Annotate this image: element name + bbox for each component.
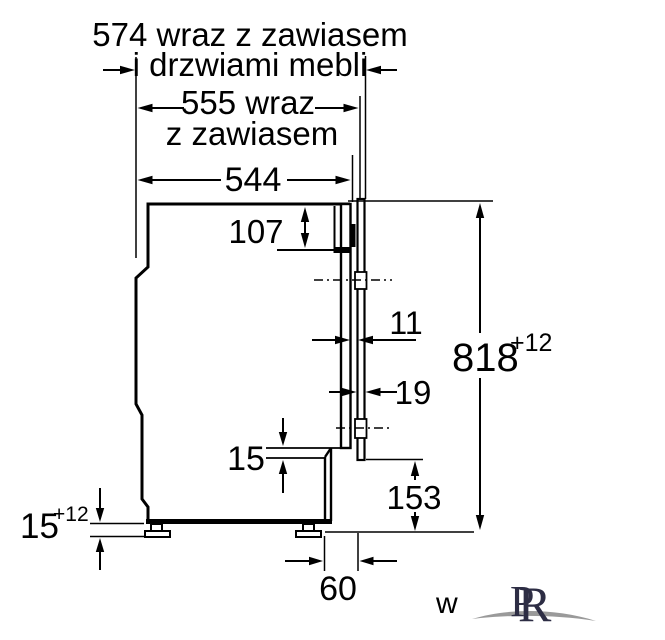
left-foot-stem xyxy=(150,523,163,532)
dim-15-step-arrow-down xyxy=(278,432,288,446)
dim-818-label: 818 xyxy=(452,336,519,380)
dim-574-arrow-left xyxy=(120,65,135,75)
dimension-153: 153 xyxy=(386,461,442,531)
dim-19-arrow-left xyxy=(341,387,357,397)
dimension-107: 107 xyxy=(228,207,341,251)
dim-15-foot-arrow-up xyxy=(95,538,105,552)
dim-544-arrow-right xyxy=(335,175,351,185)
logo-letter-p: P xyxy=(510,577,534,626)
dim-818-tolerance: +12 xyxy=(510,329,552,357)
watermark-area: w P R xyxy=(435,576,596,632)
furniture-door-panel xyxy=(356,197,366,462)
dim-19-arrow-right xyxy=(365,387,381,397)
dimension-818: 818 +12 xyxy=(452,203,552,530)
dim-107-arrow-down xyxy=(300,233,310,248)
appliance-body xyxy=(134,202,356,538)
dimension-11: 11 xyxy=(312,305,423,345)
hinge-band xyxy=(333,247,350,253)
dim-153-label: 153 xyxy=(386,479,441,516)
dim-60-label: 60 xyxy=(319,570,357,608)
dimension-19: 19 xyxy=(329,374,431,411)
dim-544-arrow-left xyxy=(137,175,153,185)
dim-555-arrow-right xyxy=(343,103,359,113)
dim-15-step-arrow-up xyxy=(278,460,288,474)
dim-544-label: 544 xyxy=(225,161,282,199)
dim-574-label-line1: 574 wraz z zawiasem xyxy=(92,16,407,53)
dim-107-label: 107 xyxy=(228,213,283,250)
dimension-574: 574 wraz z zawiasem i drzwiami mebli xyxy=(92,16,407,83)
dim-555-label-line2: z zawiasem xyxy=(166,115,338,152)
dim-107-arrow-up xyxy=(300,207,310,222)
right-foot-stem xyxy=(302,523,315,532)
dimension-15-step: 15 xyxy=(227,418,288,493)
dimension-15-foot: 15 +12 xyxy=(20,488,105,570)
hinge-block xyxy=(350,224,356,247)
dim-818-arrow-down xyxy=(475,515,485,530)
dimension-60: 60 xyxy=(285,556,397,608)
dim-15-foot-tolerance: +12 xyxy=(53,503,89,526)
furniture-door xyxy=(314,197,392,462)
dim-153-arrow-up xyxy=(410,461,420,476)
dim-11-arrow-left xyxy=(335,335,350,345)
dim-11-label: 11 xyxy=(389,305,422,341)
dim-19-label: 19 xyxy=(395,374,432,411)
dim-574-label-line2: i drzwiami mebli xyxy=(133,46,368,83)
dim-574-arrow-right xyxy=(366,65,381,75)
dim-555-label-line1: 555 wraz xyxy=(181,84,315,121)
logo-swoosh xyxy=(472,611,596,621)
dimension-555: 555 wraz z zawiasem xyxy=(137,84,359,152)
dimension-544: 544 xyxy=(137,161,351,199)
dim-11-arrow-right xyxy=(358,335,373,345)
dim-15-foot-label: 15 xyxy=(20,507,59,546)
logo-letter-r: R xyxy=(518,576,552,632)
extension-lines xyxy=(90,56,493,571)
dim-818-arrow-up xyxy=(475,203,485,218)
right-foot-base xyxy=(295,530,322,538)
dim-555-arrow-left xyxy=(137,103,153,113)
dim-60-arrow-right xyxy=(359,556,374,566)
dim-15-step-label: 15 xyxy=(227,440,265,478)
dim-60-arrow-left xyxy=(309,556,323,566)
dim-15-foot-arrow-down xyxy=(95,508,105,522)
appliance-front-panel xyxy=(339,202,352,450)
left-foot-base xyxy=(144,530,171,538)
dim-153-arrow-down xyxy=(410,516,420,531)
appliance-outline xyxy=(134,202,350,520)
watermark-letter: w xyxy=(435,587,458,620)
